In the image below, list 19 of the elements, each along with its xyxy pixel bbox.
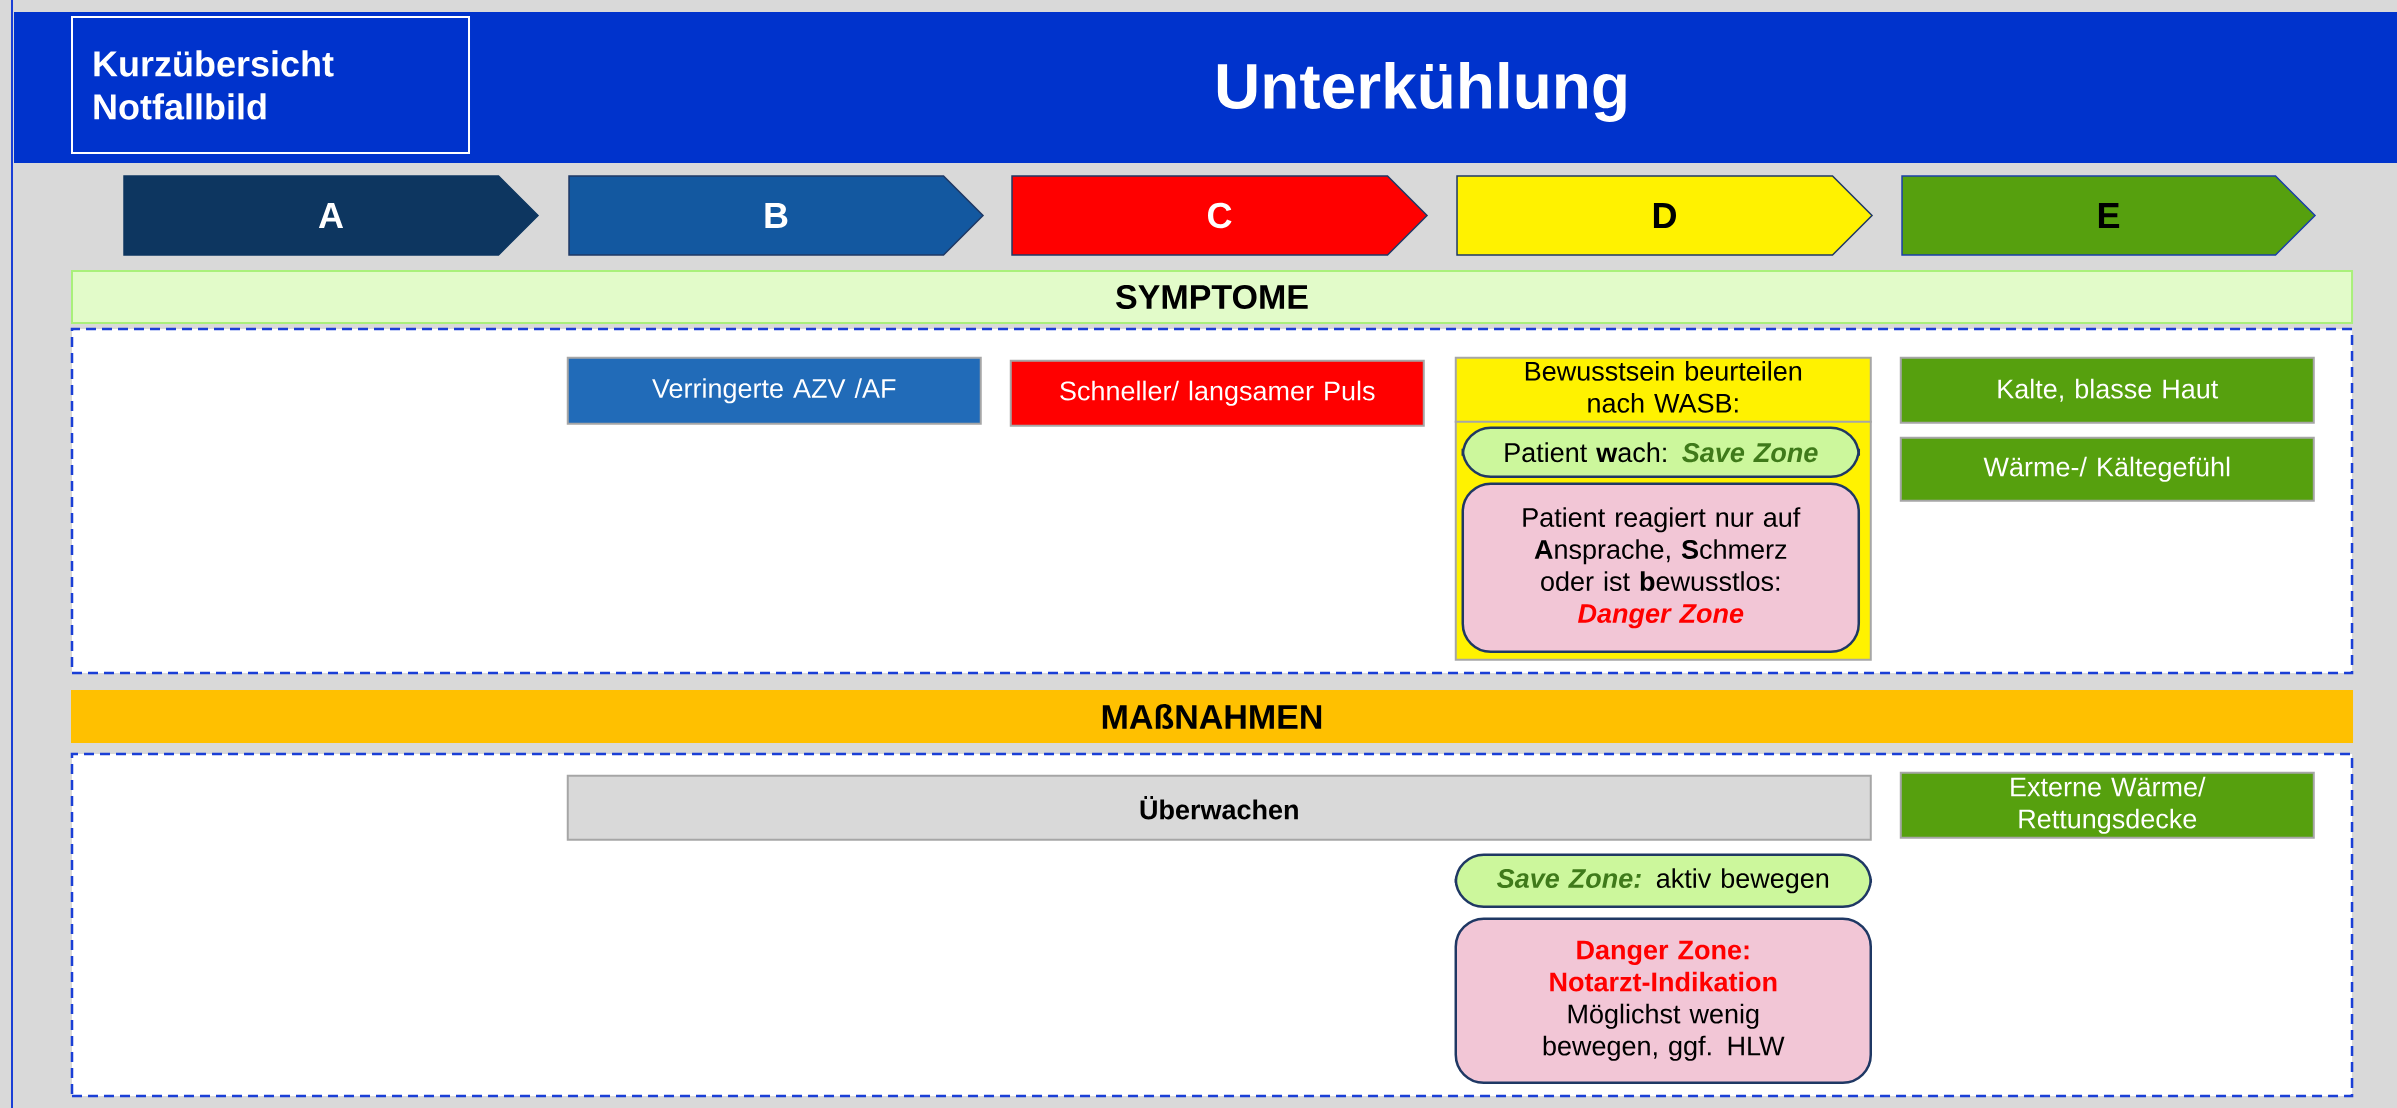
measure-box: Externe Wärme/ Rettungsdecke [1899,771,2315,839]
symptom-box: Verringerte AZV /AF [566,356,982,425]
symptom-box: Schneller/ langsamer Puls [1009,359,1425,427]
section-band: MAßNAHMEN [71,690,2354,743]
section-band: SYMPTOME [71,270,2354,324]
symptom-box: Wärme-/ Kältegefühl [1899,436,2315,502]
zone-box: Patient reagiert nur auf Ansprache, Schmerz oder ist bewusstlos: Danger Zone [1461,482,1861,653]
symptom-box: Kalte, blasse Haut [1899,356,2315,424]
step-banner: E [1901,175,2317,256]
zone-box: Save Zone: aktiv bewegen [1454,853,1873,908]
title: Unterkühlung [1217,62,1626,122]
measure-box: Überwachen [566,774,1872,841]
step-banner: A [123,175,540,256]
zone-box: Patient wach: Save Zone [1461,426,1861,478]
zone-box: Danger Zone: Notarzt-Indikation Möglichst wenig bewegen, ggf. HLW [1454,917,1873,1084]
title-box: Kurzübersicht Notfallbild [71,16,470,154]
step-banner: C [1011,175,1429,256]
step-banner: D [1456,175,1874,256]
step-banner: B [568,175,985,256]
